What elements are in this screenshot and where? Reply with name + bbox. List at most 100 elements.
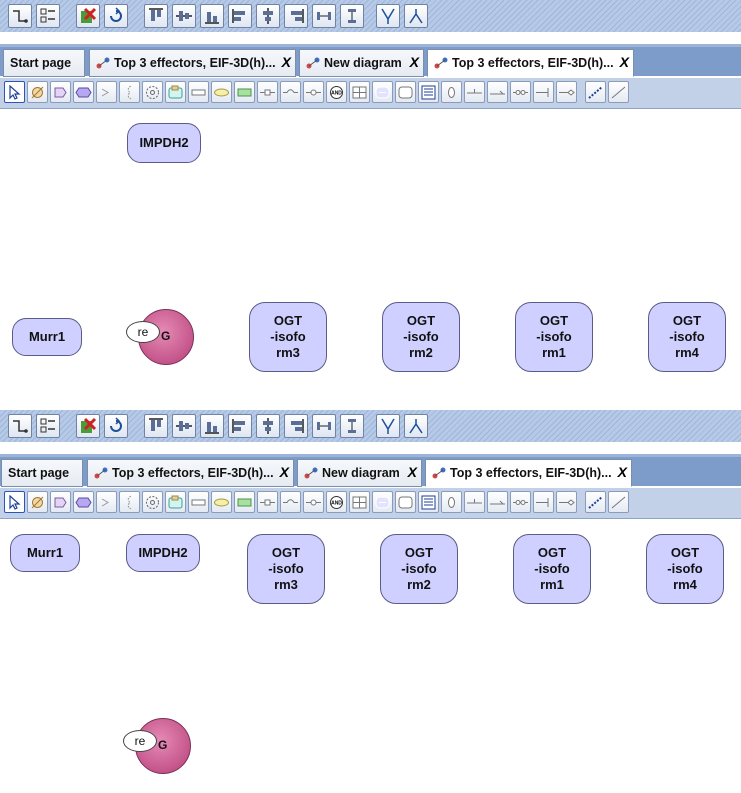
- node-murr1[interactable]: Murr1: [10, 534, 80, 572]
- grid-tool[interactable]: [349, 491, 370, 513]
- align-center-button[interactable]: [256, 4, 280, 28]
- source-sink-tool[interactable]: [96, 81, 117, 103]
- and-operator-tool[interactable]: AND: [326, 491, 347, 513]
- close-icon[interactable]: X: [409, 54, 419, 70]
- bar-node-tool[interactable]: [188, 491, 209, 513]
- select-tool[interactable]: [4, 491, 25, 513]
- delete-button[interactable]: [76, 414, 100, 438]
- macromolecule-tool[interactable]: [142, 81, 163, 103]
- inhibition-tool[interactable]: [533, 81, 554, 103]
- close-icon[interactable]: X: [617, 464, 627, 480]
- line-tool[interactable]: [608, 491, 629, 513]
- align-bottom-button[interactable]: [200, 4, 224, 28]
- degradation-tool[interactable]: [27, 491, 48, 513]
- reaction-tool[interactable]: [257, 491, 278, 513]
- perturbing-agent-tool[interactable]: [50, 491, 71, 513]
- note-tool[interactable]: [418, 491, 439, 513]
- align-center-button[interactable]: [256, 414, 280, 438]
- degradation-tool[interactable]: [27, 81, 48, 103]
- align-bottom-button[interactable]: [200, 414, 224, 438]
- connector-tool-button[interactable]: [8, 4, 32, 28]
- align-top-button[interactable]: [144, 414, 168, 438]
- tab-start-page[interactable]: Start page: [1, 459, 83, 487]
- delete-button[interactable]: [76, 4, 100, 28]
- ellipse-node-tool[interactable]: [211, 491, 232, 513]
- distribute-vertical-button[interactable]: [340, 4, 364, 28]
- complex-tool[interactable]: [73, 81, 94, 103]
- align-middle-button[interactable]: [172, 4, 196, 28]
- state-variable-tool[interactable]: [441, 491, 462, 513]
- unit-node-tool[interactable]: [395, 81, 416, 103]
- rounded-node-tool[interactable]: [372, 81, 393, 103]
- tab-diagram-active[interactable]: Top 3 effectors, EIF-3D(h)...X: [425, 459, 632, 487]
- grid-tool[interactable]: [349, 81, 370, 103]
- dotted-line-tool[interactable]: [585, 81, 606, 103]
- refresh-layout-button[interactable]: [104, 414, 128, 438]
- merge-button[interactable]: [376, 414, 400, 438]
- unit-node-tool[interactable]: [395, 491, 416, 513]
- modulation-tool[interactable]: [510, 81, 531, 103]
- close-icon[interactable]: X: [281, 54, 291, 70]
- connector-tool-button[interactable]: [8, 414, 32, 438]
- compartment-tool[interactable]: [165, 81, 186, 103]
- consumption-tool[interactable]: [464, 81, 485, 103]
- macromolecule-tool[interactable]: [142, 491, 163, 513]
- complex-tool[interactable]: [73, 491, 94, 513]
- node-impdh2[interactable]: IMPDH2: [126, 534, 200, 572]
- tab-diagram-1[interactable]: Top 3 effectors, EIF-3D(h)...X: [87, 459, 294, 487]
- re-bubble[interactable]: re: [126, 321, 160, 343]
- dotted-line-tool[interactable]: [585, 491, 606, 513]
- node-impdh2[interactable]: IMPDH2: [127, 123, 201, 163]
- tab-diagram-1[interactable]: Top 3 effectors, EIF-3D(h)...X: [89, 49, 296, 77]
- close-icon[interactable]: X: [279, 464, 289, 480]
- distribute-horizontal-button[interactable]: [312, 4, 336, 28]
- align-right-button[interactable]: [284, 4, 308, 28]
- catalysis-tool[interactable]: [556, 491, 577, 513]
- refresh-layout-button[interactable]: [104, 4, 128, 28]
- node-murr1[interactable]: Murr1: [12, 318, 82, 356]
- inhibition-tool[interactable]: [533, 491, 554, 513]
- rect-node-tool[interactable]: [234, 491, 255, 513]
- properties-button[interactable]: [36, 414, 60, 438]
- association-tool[interactable]: [303, 491, 324, 513]
- distribute-horizontal-button[interactable]: [312, 414, 336, 438]
- select-tool[interactable]: [4, 81, 25, 103]
- rounded-node-tool[interactable]: [372, 491, 393, 513]
- association-tool[interactable]: [303, 81, 324, 103]
- properties-button[interactable]: [36, 4, 60, 28]
- production-tool[interactable]: [487, 81, 508, 103]
- ellipse-node-tool[interactable]: [211, 81, 232, 103]
- line-tool[interactable]: [608, 81, 629, 103]
- and-operator-tool[interactable]: AND: [326, 81, 347, 103]
- modulation-tool[interactable]: [510, 491, 531, 513]
- align-top-button[interactable]: [144, 4, 168, 28]
- merge-button[interactable]: [376, 4, 400, 28]
- re-bubble[interactable]: re: [123, 730, 157, 752]
- consumption-tool[interactable]: [464, 491, 485, 513]
- align-right-button[interactable]: [284, 414, 308, 438]
- align-left-button[interactable]: [228, 414, 252, 438]
- bracket-tool[interactable]: [119, 81, 140, 103]
- reaction-tool[interactable]: [257, 81, 278, 103]
- align-middle-button[interactable]: [172, 414, 196, 438]
- tab-diagram-active[interactable]: Top 3 effectors, EIF-3D(h)...X: [427, 49, 634, 77]
- catalysis-tool[interactable]: [556, 81, 577, 103]
- bar-node-tool[interactable]: [188, 81, 209, 103]
- bracket-tool[interactable]: [119, 491, 140, 513]
- state-variable-tool[interactable]: [441, 81, 462, 103]
- split-button[interactable]: [404, 4, 428, 28]
- note-tool[interactable]: [418, 81, 439, 103]
- rect-node-tool[interactable]: [234, 81, 255, 103]
- source-sink-tool[interactable]: [96, 491, 117, 513]
